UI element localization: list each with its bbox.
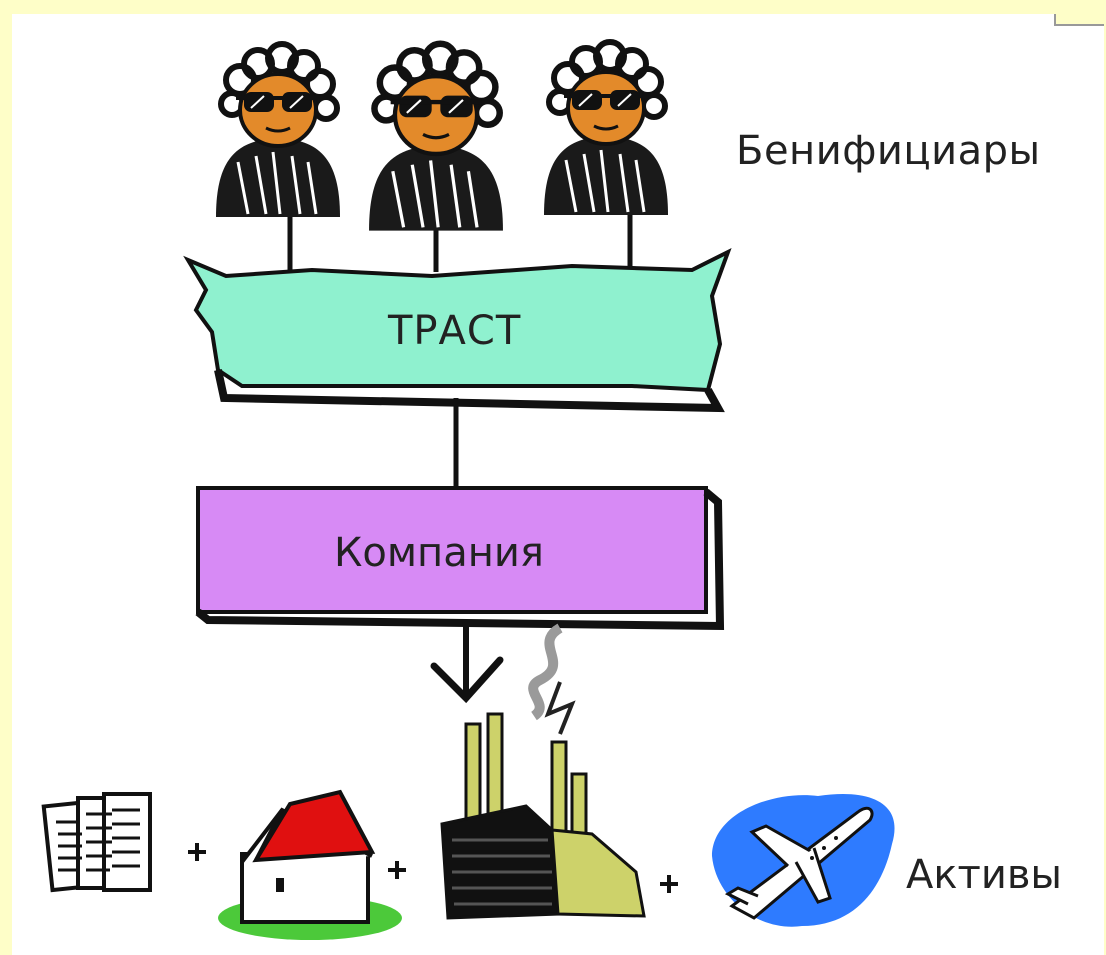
company-box <box>196 486 708 614</box>
trust-structure-diagram <box>41 14 895 940</box>
beneficiary-person-icon <box>216 44 340 217</box>
document-icon <box>41 792 152 893</box>
assets-label: Активы <box>906 852 1062 898</box>
airplane-icon <box>712 794 895 927</box>
beneficiary-person-icon <box>544 42 668 215</box>
trust-label: ТРАСТ <box>388 308 522 354</box>
plus-icon <box>188 843 206 861</box>
plus-icon <box>660 875 678 893</box>
beneficiaries-label: Бенифициары <box>736 128 1041 174</box>
arrow-down-icon <box>430 622 504 704</box>
beneficiary-person-icon <box>369 44 503 231</box>
diagram-canvas: Бенифициары ТРАСТ Компания Активы <box>12 14 1104 955</box>
company-label: Компания <box>334 530 544 576</box>
house-icon <box>218 789 402 940</box>
factory-icon <box>440 712 646 920</box>
corner-tab <box>1054 14 1104 26</box>
trust-box <box>183 247 732 393</box>
plus-icon <box>388 861 406 879</box>
